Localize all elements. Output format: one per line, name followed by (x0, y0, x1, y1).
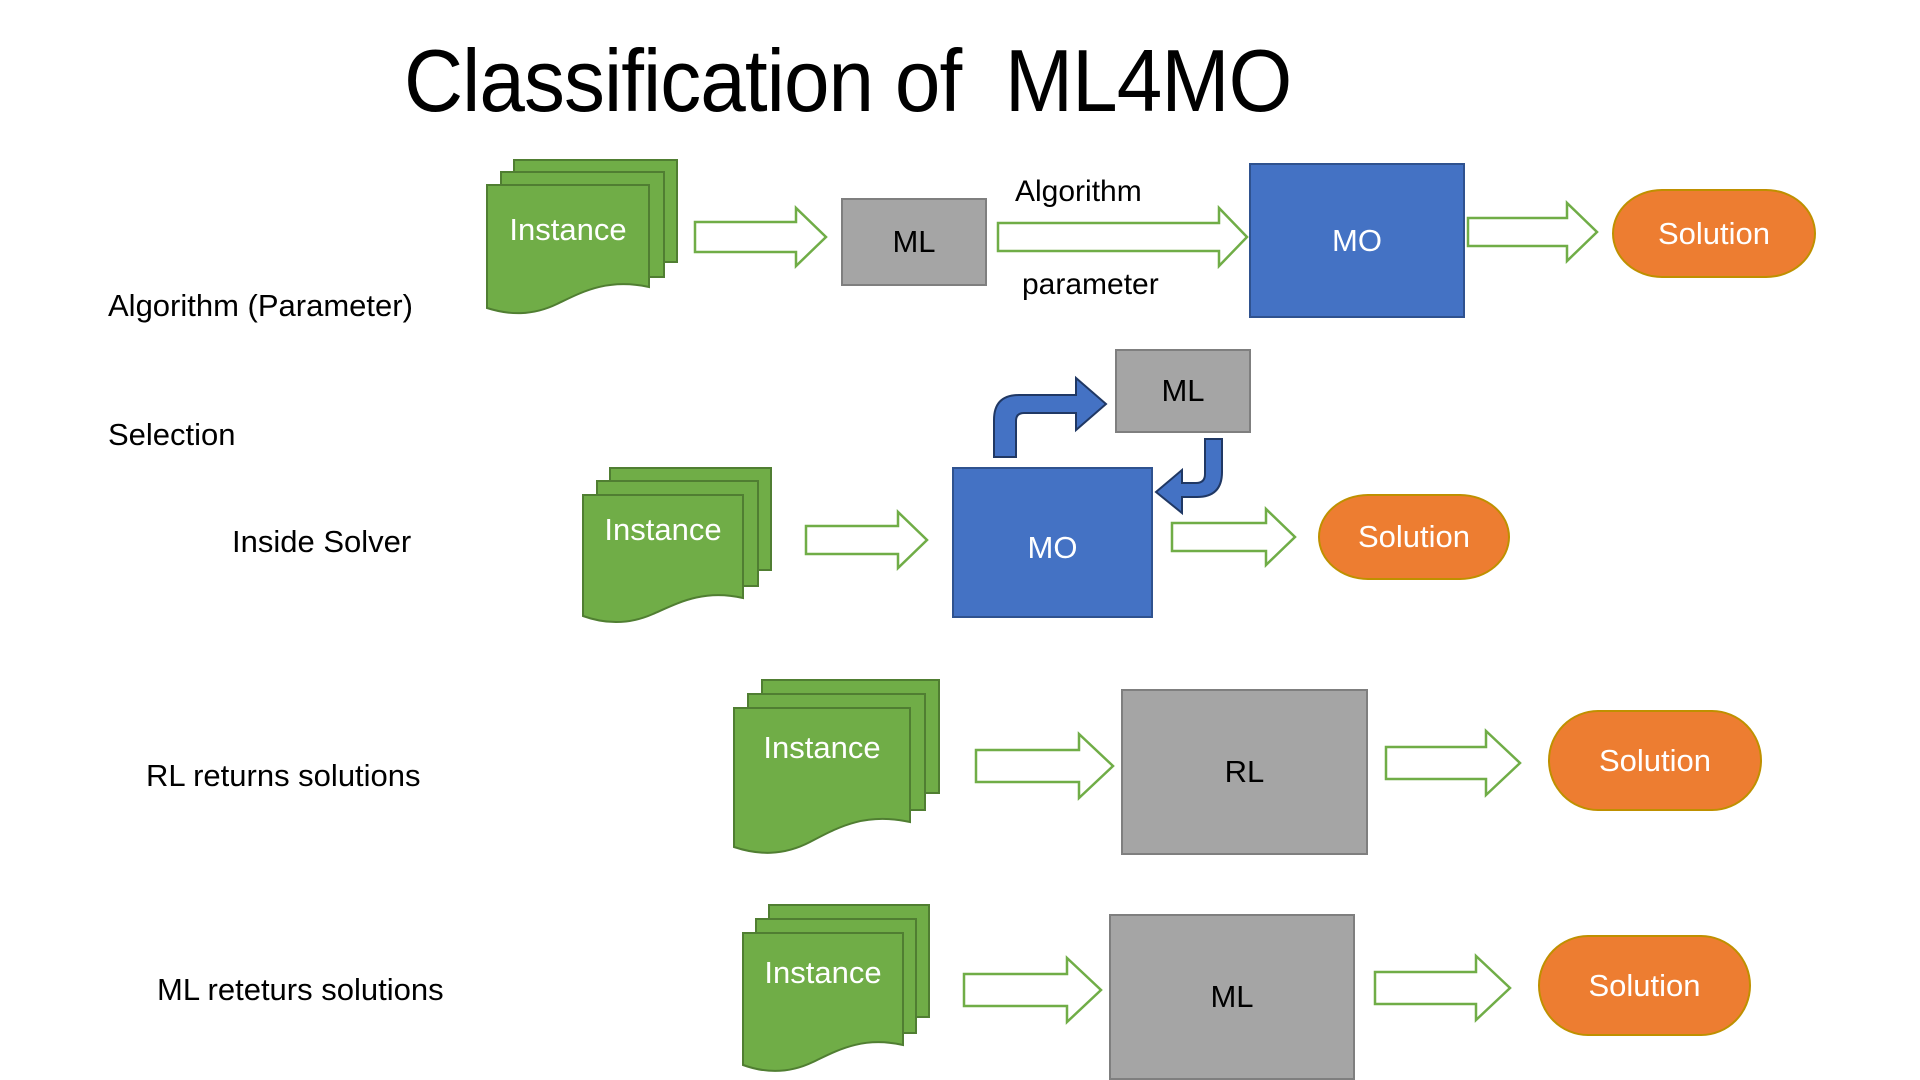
solution-node: Solution (1538, 935, 1751, 1036)
loop-arrow-ml-to-mo (1154, 438, 1223, 516)
arrow-instance-to-ml (962, 955, 1103, 1025)
arrow-mo-to-solution (1170, 506, 1297, 568)
row-label-line: Algorithm (Parameter) (108, 288, 413, 323)
arrow-instance-to-ml (693, 205, 828, 269)
row-label-inside-solver: Inside Solver (232, 524, 412, 559)
edge-label-parameter: parameter (1022, 268, 1159, 301)
instance-label: Instance (509, 212, 626, 247)
arrow-mo-to-solution (1466, 200, 1599, 264)
solution-node: Solution (1548, 710, 1762, 811)
instance-label: Instance (763, 730, 880, 765)
ml-box: ML (841, 198, 987, 286)
row-label-algorithm-selection: Algorithm (Parameter) Selection (108, 198, 413, 499)
arrow-ml-to-solution (1373, 953, 1512, 1023)
arrow-instance-to-mo (804, 509, 929, 571)
edge-label-algorithm: Algorithm (1015, 175, 1142, 208)
arrow-rl-to-solution (1384, 728, 1522, 798)
instance-label: Instance (764, 955, 881, 990)
row-label-ml-returns: ML reteturs solutions (157, 972, 444, 1007)
slide-title: Classification of ML4MO (404, 31, 1292, 130)
instance-stack: Instance (733, 679, 940, 854)
mo-box: MO (952, 467, 1153, 618)
row-label-rl-returns: RL returns solutions (146, 758, 421, 793)
solution-node: Solution (1318, 494, 1510, 580)
row-label-line: Selection (108, 417, 236, 452)
ml-box: ML (1109, 914, 1355, 1080)
arrow-ml-to-mo (996, 204, 1249, 270)
loop-arrow-mo-to-ml (993, 375, 1108, 458)
rl-box: RL (1121, 689, 1368, 855)
arrow-instance-to-rl (974, 731, 1115, 801)
ml-box: ML (1115, 349, 1251, 433)
flow-arrows (693, 200, 1599, 1025)
instance-stack: Instance (742, 904, 930, 1072)
solution-node: Solution (1612, 189, 1816, 278)
instance-stack: Instance (582, 467, 772, 624)
instance-label: Instance (604, 512, 721, 547)
mo-box: MO (1249, 163, 1465, 318)
instance-stack: Instance (486, 159, 678, 315)
